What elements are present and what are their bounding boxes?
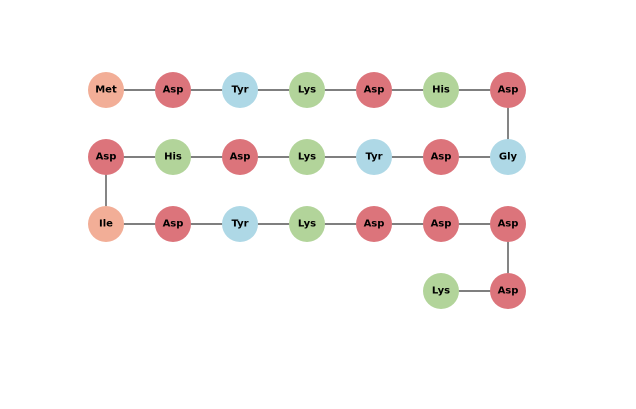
residue-circle (289, 72, 325, 108)
residue-label: Asp (498, 219, 519, 230)
residue-label: His (432, 85, 450, 96)
residue-label: Lys (298, 85, 316, 96)
residue-circle (490, 139, 526, 175)
residue-label: Lys (432, 286, 450, 297)
residue-node: Lys (423, 273, 459, 309)
residue-label: Met (95, 85, 117, 96)
residue-circle (423, 273, 459, 309)
residue-node: Asp (490, 206, 526, 242)
residue-label: Gly (499, 152, 518, 163)
residue-label: Asp (498, 286, 519, 297)
residue-label: Tyr (231, 219, 248, 230)
residue-circle (155, 72, 191, 108)
peptide-bonds (105, 89, 509, 292)
residue-label: Ile (99, 219, 113, 230)
residue-circle (490, 273, 526, 309)
residue-node: Gly (490, 139, 526, 175)
residue-label: Asp (163, 219, 184, 230)
residue-circle (423, 139, 459, 175)
residue-node: Asp (155, 206, 191, 242)
residue-node: Asp (490, 72, 526, 108)
residue-label: Asp (431, 152, 452, 163)
residue-circle (356, 139, 392, 175)
residue-circle (155, 139, 191, 175)
residue-node: Lys (289, 206, 325, 242)
residue-circle (155, 206, 191, 242)
residue-node: Asp (88, 139, 124, 175)
residue-label: Tyr (231, 85, 248, 96)
residue-circle (289, 139, 325, 175)
residue-label: His (164, 152, 182, 163)
residue-circle (423, 206, 459, 242)
residue-node: His (155, 139, 191, 175)
residue-node: Lys (289, 72, 325, 108)
residue-node: Asp (490, 273, 526, 309)
residue-node: Asp (155, 72, 191, 108)
residue-node: Asp (423, 206, 459, 242)
residue-label: Asp (364, 219, 385, 230)
residue-circle (88, 72, 124, 108)
residue-circle (222, 72, 258, 108)
residue-circle (490, 72, 526, 108)
residue-label: Lys (298, 219, 316, 230)
residue-circle (222, 206, 258, 242)
residue-label: Tyr (365, 152, 382, 163)
residue-label: Asp (498, 85, 519, 96)
residue-circle (289, 206, 325, 242)
residue-node: Tyr (222, 72, 258, 108)
residue-node: Asp (423, 139, 459, 175)
residue-node: Ile (88, 206, 124, 242)
residue-node: Asp (356, 206, 392, 242)
residue-label: Asp (431, 219, 452, 230)
residue-node: Asp (222, 139, 258, 175)
residue-node: Tyr (222, 206, 258, 242)
residue-node: Asp (356, 72, 392, 108)
residue-label: Asp (230, 152, 251, 163)
residue-circle (423, 72, 459, 108)
residue-node: His (423, 72, 459, 108)
residue-circle (88, 206, 124, 242)
residue-circle (222, 139, 258, 175)
residue-node: Lys (289, 139, 325, 175)
residue-circle (356, 72, 392, 108)
residue-label: Asp (96, 152, 117, 163)
residue-label: Lys (298, 152, 316, 163)
residue-circle (88, 139, 124, 175)
residue-label: Asp (163, 85, 184, 96)
residue-label: Asp (364, 85, 385, 96)
residue-node: Met (88, 72, 124, 108)
residue-circle (490, 206, 526, 242)
residue-circle (356, 206, 392, 242)
residue-node: Tyr (356, 139, 392, 175)
